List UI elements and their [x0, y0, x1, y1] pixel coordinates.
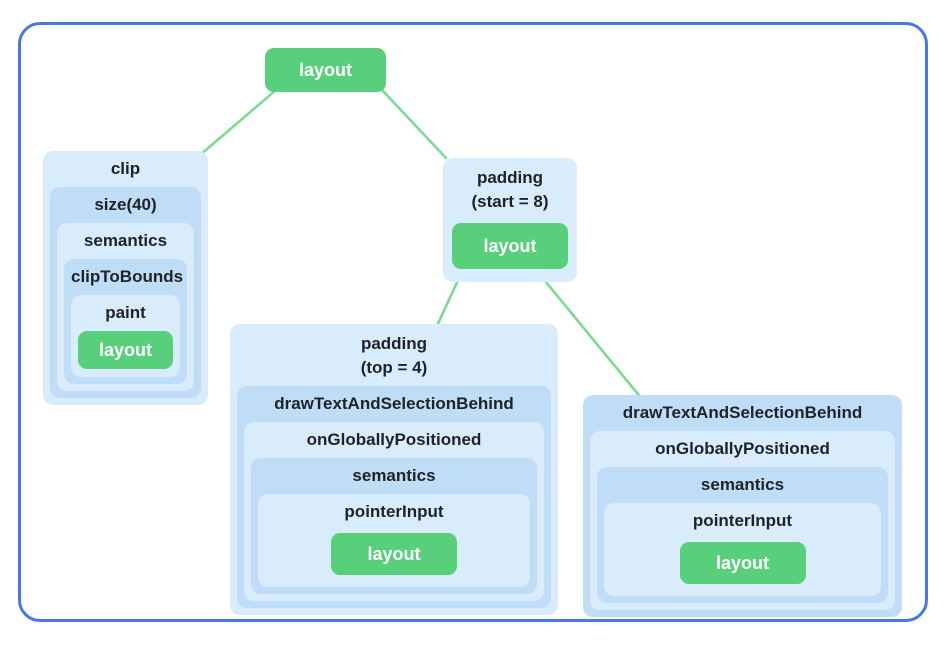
padding-start-node-label: padding (start = 8) — [450, 158, 570, 220]
semantics-node-middle-label: semantics — [352, 466, 436, 485]
padding-top-layout-leaf: layout — [331, 533, 457, 575]
padding-start-label-line2: (start = 8) — [471, 192, 549, 211]
padding-top-node: padding (top = 4) drawTextAndSelectionBe… — [230, 324, 558, 615]
drawtext-node-right: drawTextAndSelectionBehind onGloballyPos… — [583, 395, 902, 617]
padding-start-node: padding (start = 8) layout — [443, 158, 577, 282]
pointerinput-node-middle-label: pointerInput — [344, 502, 444, 521]
pointerinput-node-right-label: pointerInput — [692, 511, 793, 530]
size-node-label: size(40) — [94, 195, 157, 214]
clip-layout-leaf: layout — [78, 331, 173, 369]
clip-node-label: clip — [110, 159, 141, 178]
semantics-node-right-label: semantics — [700, 475, 785, 494]
paint-node-label: paint — [105, 303, 146, 322]
diagram-border — [18, 22, 928, 622]
drawtext-node-group: drawTextAndSelectionBehind onGloballyPos… — [583, 395, 902, 617]
pointerinput-node-middle: pointerInput layout — [258, 494, 530, 587]
cliptobounds-node-label: clipToBounds — [71, 267, 184, 286]
root-layout-node: layout — [265, 48, 386, 92]
paint-node: paint layout — [71, 295, 180, 377]
drawtext-node-right-label: drawTextAndSelectionBehind — [622, 403, 863, 422]
clip-node: clip size(40) semantics clipToBounds pai… — [43, 151, 208, 405]
padding-top-node-label: padding (top = 4) — [237, 324, 551, 386]
semantics-node-label: semantics — [83, 231, 168, 250]
ongloballypositioned-node-middle-label: onGloballyPositioned — [306, 430, 482, 449]
drawtext-node-middle-label: drawTextAndSelectionBehind — [274, 394, 514, 413]
drawtext-layout-leaf: layout — [679, 542, 806, 584]
padding-top-label-line1: padding — [360, 334, 428, 353]
padding-start-node-group: padding (start = 8) layout — [443, 158, 577, 282]
semantics-node-right: semantics pointerInput layout — [597, 467, 888, 603]
semantics-node-middle: semantics pointerInput layout — [251, 458, 537, 594]
ongloballypositioned-node-right-label: onGloballyPositioned — [655, 439, 830, 458]
pointerinput-node-right: pointerInput layout — [604, 503, 881, 596]
padding-start-layout-leaf: layout — [452, 223, 568, 269]
padding-top-label-line2: (top = 4) — [360, 358, 428, 377]
size-node: size(40) semantics clipToBounds paint la… — [50, 187, 201, 398]
clip-node-group: clip size(40) semantics clipToBounds pai… — [43, 151, 208, 405]
cliptobounds-node: clipToBounds paint layout — [64, 259, 187, 384]
padding-start-label-line1: padding — [476, 168, 544, 187]
semantics-node: semantics clipToBounds paint layout — [57, 223, 194, 391]
padding-top-node-group: padding (top = 4) drawTextAndSelectionBe… — [230, 324, 558, 615]
ongloballypositioned-node-middle: onGloballyPositioned semantics pointerIn… — [244, 422, 544, 601]
drawtext-node-middle: drawTextAndSelectionBehind onGloballyPos… — [237, 386, 551, 608]
ongloballypositioned-node-right: onGloballyPositioned semantics pointerIn… — [590, 431, 895, 610]
